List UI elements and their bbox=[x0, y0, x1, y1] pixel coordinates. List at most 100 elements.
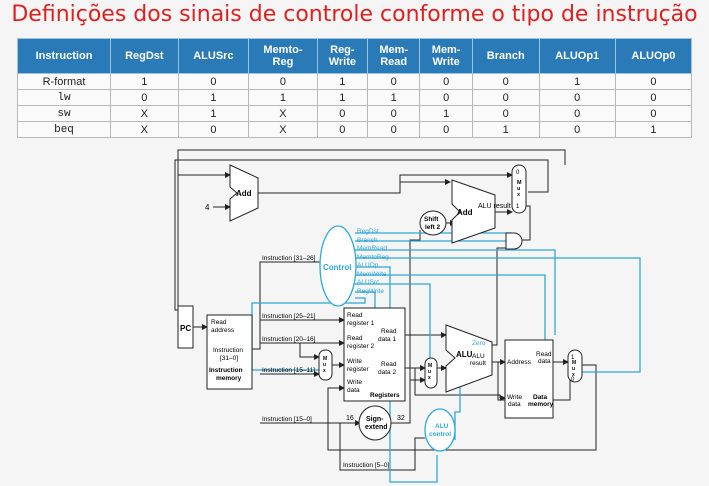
signal-memread: MemRead bbox=[357, 245, 387, 252]
signal-value-cell: 1 bbox=[471, 121, 540, 138]
control-unit: Control bbox=[319, 225, 357, 307]
slide-title: Definições dos sinais de controle confor… bbox=[11, 2, 698, 27]
header-branch: Branch bbox=[471, 38, 540, 74]
signal-memtoreg: MemtoReg bbox=[357, 254, 389, 261]
zero-label: Zero bbox=[472, 340, 486, 347]
signal-value-cell: 0 bbox=[538, 89, 616, 106]
signal-value-cell: X bbox=[248, 121, 318, 138]
signal-value-cell: X bbox=[110, 121, 179, 138]
instruction-cell: lw bbox=[17, 89, 111, 106]
signal-alusrc: ALUSrc bbox=[357, 279, 380, 286]
instruction-cell: beq bbox=[17, 121, 111, 138]
signal-value-cell: 0 bbox=[366, 121, 421, 138]
memtoreg-mux-input-0: 0 bbox=[571, 377, 575, 383]
control-label: Control bbox=[323, 263, 351, 272]
instr-field-5-0: Instruction [5–0] bbox=[343, 462, 389, 469]
header-memtoreg: Memto-Reg bbox=[248, 38, 318, 74]
signal-aluop: ALUOp bbox=[357, 262, 379, 269]
signal-value-cell: 0 bbox=[471, 105, 540, 122]
branch-and-gate bbox=[505, 232, 523, 250]
dmem-address: Address bbox=[507, 359, 532, 366]
header-instruction: Instruction bbox=[17, 38, 111, 74]
memtoreg-mux-input-1: 1 bbox=[571, 355, 575, 361]
imem-instruction-out: Instruction[31–0] bbox=[213, 347, 243, 362]
header-aluop1: ALUOp1 bbox=[538, 38, 616, 74]
instr-field-15-11: Instruction [15–11] bbox=[262, 367, 315, 374]
sign-extend-label: Sign-extend bbox=[365, 416, 388, 431]
branch-adder-result-label: ALU result bbox=[478, 203, 511, 210]
signal-value-cell: 1 bbox=[248, 89, 318, 106]
signal-value-cell: 0 bbox=[419, 73, 473, 90]
signal-value-cell: 1 bbox=[419, 105, 473, 122]
signal-value-cell: 0 bbox=[366, 73, 421, 90]
datapath-wires bbox=[174, 149, 597, 471]
signal-regwrite: RegWrite bbox=[357, 288, 384, 295]
pc-adder: Add bbox=[229, 164, 259, 222]
signal-value-cell: 0 bbox=[419, 89, 473, 106]
instr-field-25-21: Instruction [25–21] bbox=[262, 313, 316, 320]
signal-value-cell: X bbox=[110, 105, 179, 122]
header-memwrite: Mem-Write bbox=[419, 38, 473, 74]
branch-adder-label: Add bbox=[457, 208, 473, 217]
signal-value-cell: 0 bbox=[614, 89, 693, 106]
sign-extend: Sign-extend 16 32 bbox=[346, 405, 405, 441]
bits-16-label: 16 bbox=[346, 415, 354, 422]
signal-value-cell: 1 bbox=[316, 89, 368, 106]
mux-input-0: 0 bbox=[516, 170, 520, 176]
bits-32-label: 32 bbox=[397, 415, 405, 422]
adder-label: Add bbox=[236, 189, 252, 198]
signal-value-cell: X bbox=[248, 105, 318, 122]
header-regwrite: Reg-Write bbox=[316, 38, 368, 74]
registers-name: Registers bbox=[370, 392, 400, 399]
signal-value-cell: 1 bbox=[614, 121, 693, 138]
header-memread: Mem-Read bbox=[366, 38, 421, 74]
instr-field-15-0: Instruction [15–0] bbox=[262, 416, 312, 423]
signal-regdst: RegDst bbox=[357, 228, 379, 235]
instr-field-20-16: Instruction [20–16] bbox=[262, 336, 316, 343]
instr-field-31-26: Instruction [31–26] bbox=[262, 255, 316, 262]
header-aluop0: ALUOp0 bbox=[614, 38, 693, 74]
constant-four: 4 bbox=[205, 203, 210, 212]
signal-value-cell: 1 bbox=[177, 105, 250, 122]
alu-label: ALU bbox=[456, 350, 473, 359]
mux-input-1: 1 bbox=[516, 204, 520, 210]
pc-register: PC bbox=[177, 305, 194, 349]
header-regdst: RegDst bbox=[110, 38, 179, 74]
signal-branch: Branch bbox=[357, 237, 378, 244]
branch-adder: Add ALU result bbox=[451, 179, 511, 244]
instruction-cell: R-format bbox=[17, 73, 111, 90]
